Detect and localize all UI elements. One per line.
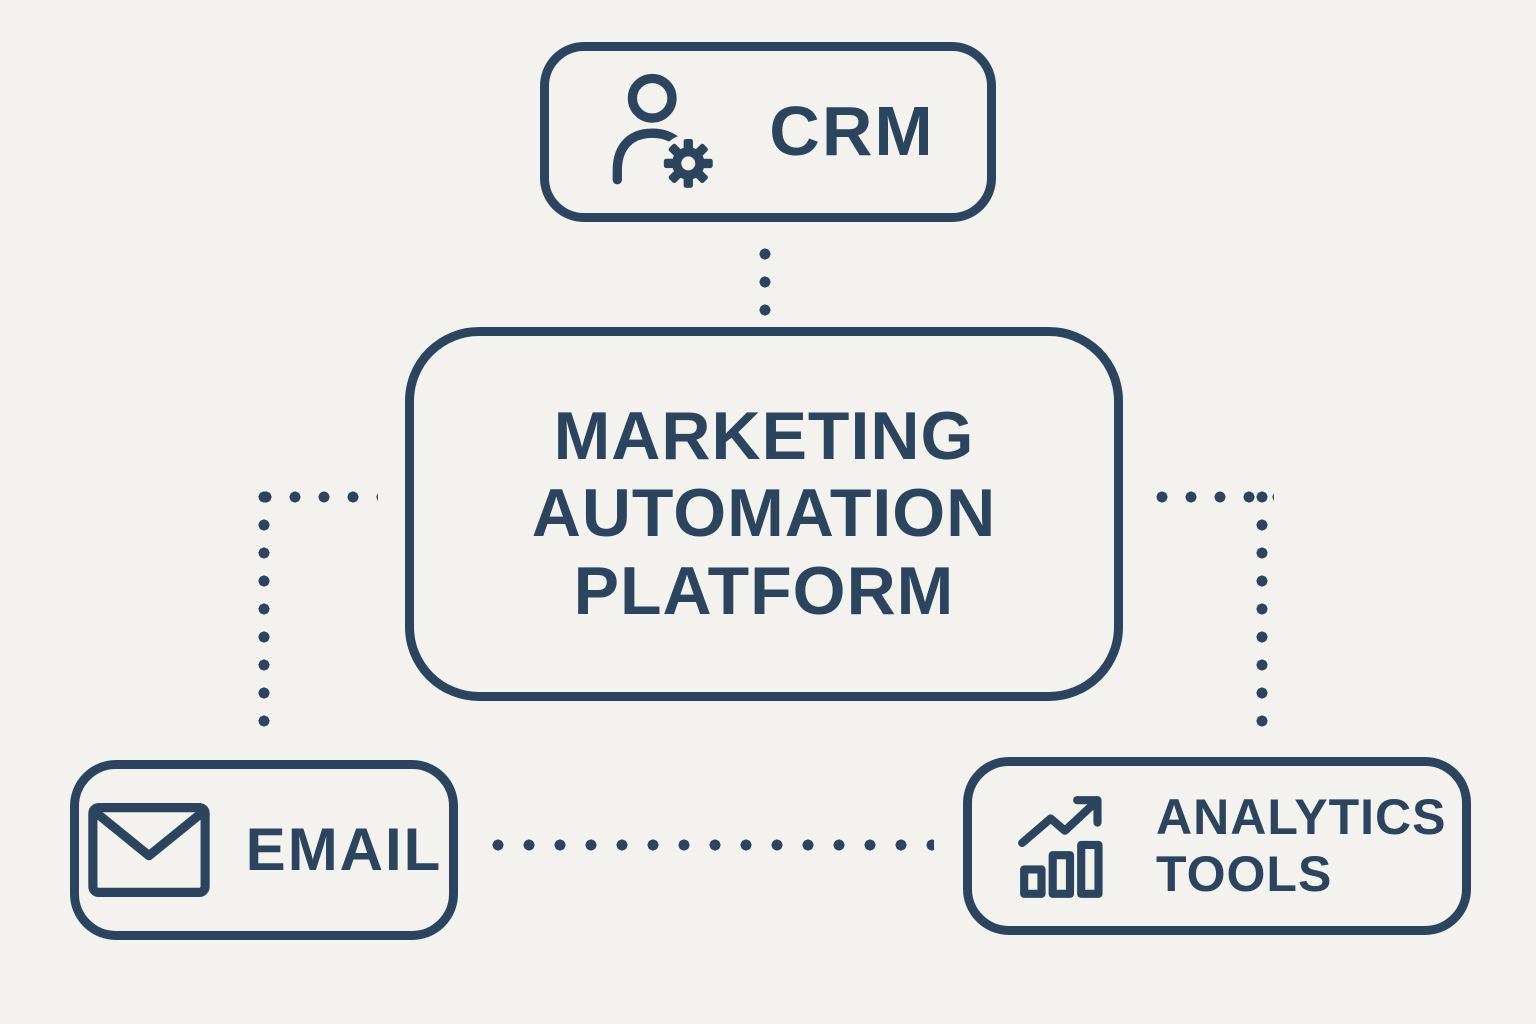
user-gear-icon	[612, 73, 718, 193]
connector-platform-to-email-vertical	[258, 491, 270, 743]
analytics-node: ANALYTICS TOOLS	[963, 757, 1471, 935]
platform-label: MARKETING AUTOMATION PLATFORM	[531, 397, 997, 629]
crm-node: CRM	[540, 42, 996, 222]
connector-platform-to-email-horizontal	[260, 491, 378, 503]
trend-bar-chart-icon	[1018, 796, 1103, 898]
connector-crm-to-platform	[759, 248, 771, 322]
connector-email-to-analytics	[492, 839, 934, 851]
analytics-label: ANALYTICS TOOLS	[1156, 789, 1447, 902]
envelope-icon	[87, 803, 210, 897]
connector-platform-to-analytics-horizontal	[1156, 491, 1274, 503]
platform-node: MARKETING AUTOMATION PLATFORM	[405, 327, 1123, 701]
email-label: EMAIL	[245, 815, 443, 883]
crm-label: CRM	[769, 92, 935, 171]
connector-platform-to-analytics-vertical	[1256, 491, 1268, 731]
email-node: EMAIL	[70, 760, 458, 940]
